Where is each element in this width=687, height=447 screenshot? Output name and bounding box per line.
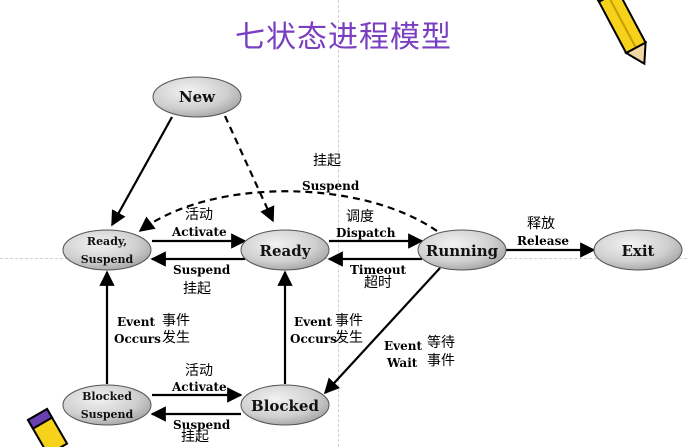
label-activate-bottom-en: Activate — [172, 380, 227, 394]
state-running: Running — [417, 229, 507, 271]
state-exit: Exit — [593, 229, 683, 271]
state-ready-label: Ready — [260, 242, 312, 260]
label-activate-top-en: Activate — [172, 225, 227, 239]
label-suspend-bottom-cn: 挂起 — [181, 429, 209, 445]
arrow-new-to-ready-suspend — [111, 116, 173, 227]
state-ready-suspend-label-1: Ready, — [87, 235, 127, 248]
state-ready-suspend-label-2: Suspend — [81, 253, 134, 266]
label-event-occurs-mid-en1: Event — [294, 315, 333, 329]
label-event-occurs-left-cn2: 发生 — [162, 330, 190, 346]
label-release-en: Release — [517, 234, 569, 248]
pencil-icon — [26, 407, 69, 447]
page-title: 七状态进程模型 — [235, 20, 452, 55]
arrow-running-to-ready-suspend — [138, 190, 438, 232]
state-exit-label: Exit — [621, 242, 654, 260]
label-event-occurs-left-en1: Event — [117, 315, 156, 329]
state-running-label: Running — [426, 242, 499, 260]
label-activate-top-cn: 活动 — [185, 207, 213, 223]
label-release-cn: 释放 — [527, 216, 555, 232]
label-event-occurs-left-en2: Occurs — [114, 332, 161, 346]
state-blocked-suspend-label-2: Suspend — [81, 408, 134, 421]
arrow-new-to-ready — [223, 115, 275, 223]
label-activate-bottom-cn: 活动 — [185, 363, 213, 379]
label-suspend-mid-en: Suspend — [173, 263, 231, 277]
state-ready-suspend: Ready, Suspend — [62, 229, 152, 271]
label-suspend-top-cn: 挂起 — [313, 153, 341, 169]
label-event-occurs-left-cn1: 事件 — [162, 313, 190, 329]
label-suspend-bottom-en: Suspend — [173, 418, 231, 432]
label-event-occurs-mid-en2: Occurs — [290, 332, 337, 346]
label-event-wait-cn1: 等待 — [427, 335, 455, 351]
state-blocked-suspend: Blocked Suspend — [62, 384, 152, 426]
label-suspend-top-en: Suspend — [302, 179, 360, 193]
label-suspend-mid-cn: 挂起 — [183, 281, 211, 297]
label-dispatch-en: Dispatch — [336, 226, 396, 240]
label-event-wait-en1: Event — [384, 339, 423, 353]
state-blocked: Blocked — [240, 384, 330, 426]
pencil-icon — [591, 0, 647, 66]
label-timeout-en: Timeout — [350, 263, 407, 277]
state-blocked-suspend-label-1: Blocked — [82, 390, 132, 403]
label-event-occurs-mid-cn2: 发生 — [335, 330, 363, 346]
label-timeout-cn: 超时 — [364, 275, 392, 291]
state-new-label: New — [179, 88, 216, 106]
guide-line-vertical — [338, 0, 339, 447]
label-event-occurs-mid-cn1: 事件 — [335, 313, 363, 329]
state-ready: Ready — [240, 229, 330, 271]
state-new: New — [152, 76, 242, 118]
arrow-running-to-blocked — [323, 267, 441, 395]
state-blocked-label: Blocked — [251, 397, 319, 415]
label-event-wait-cn2: 事件 — [427, 353, 455, 369]
label-event-wait-en2: Wait — [387, 356, 418, 370]
label-dispatch-cn: 调度 — [346, 209, 374, 225]
